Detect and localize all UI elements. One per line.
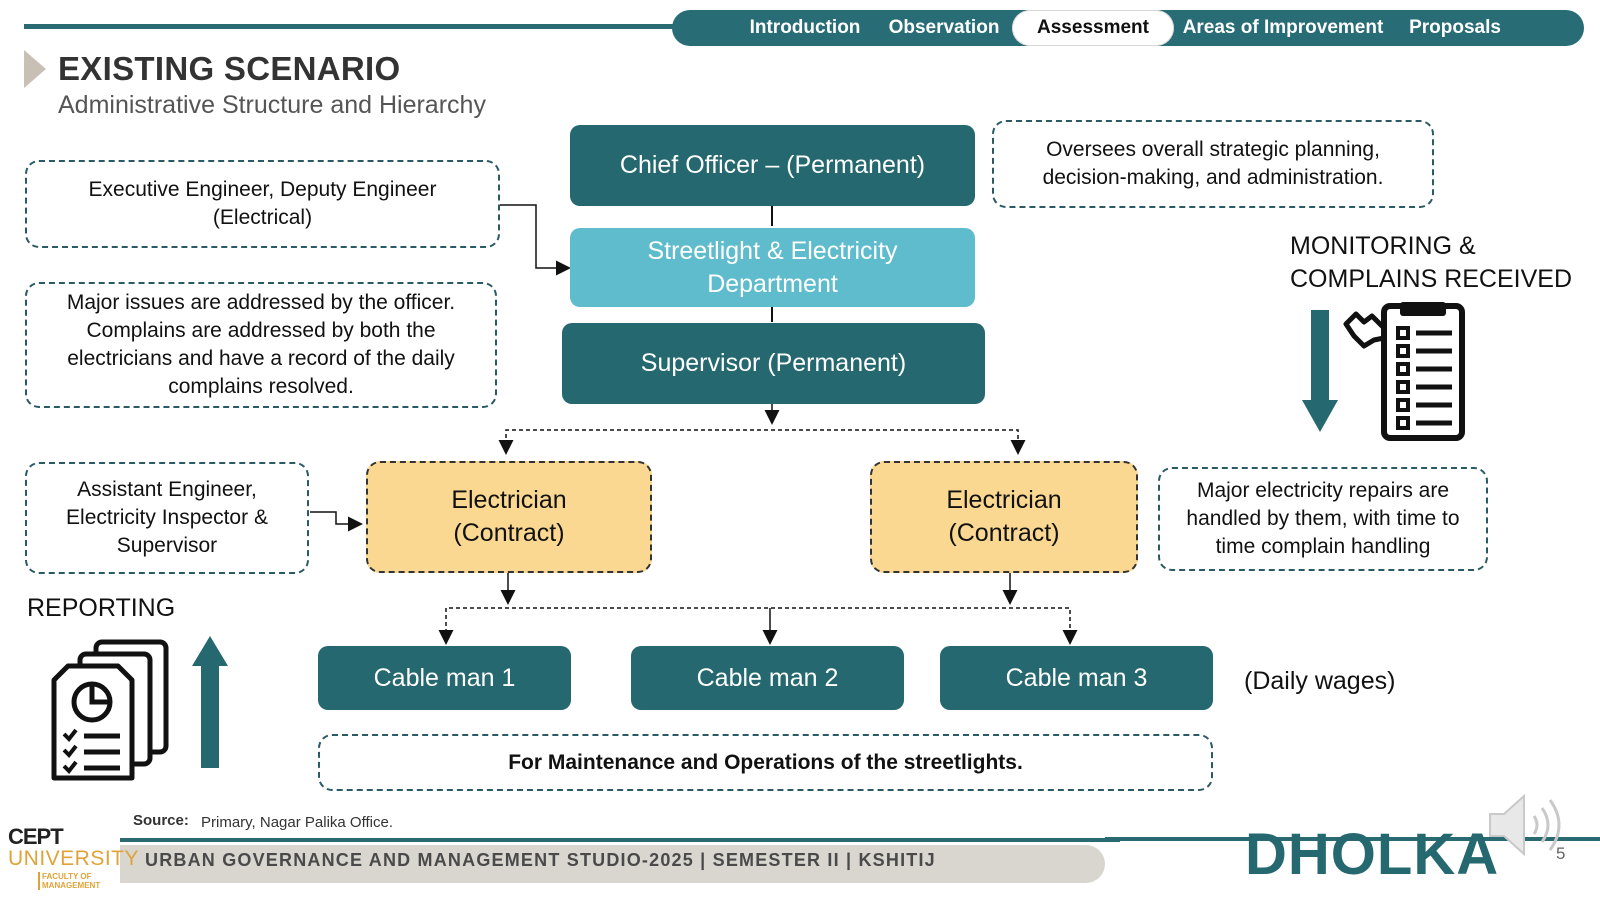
cable-man-label-2: Cable man 2 xyxy=(696,663,839,692)
executive-engineer-text: Executive Engineer, Deputy Engineer (Ele… xyxy=(88,178,437,229)
down-arrow-icon xyxy=(1302,310,1338,432)
cable-man-box-1: Cable man 1 xyxy=(318,646,571,710)
assistant-engineer-note: Assistant Engineer, Electricity Inspecto… xyxy=(25,462,309,574)
oversees-text: Oversees overall strategic planning, dec… xyxy=(1042,138,1384,189)
maintenance-note: For Maintenance and Operations of the st… xyxy=(318,734,1213,791)
assistant-engineer-text: Assistant Engineer, Electricity Inspecto… xyxy=(66,478,268,557)
top-divider xyxy=(24,24,674,29)
electrician-label-1: Electrician (Contract) xyxy=(451,486,567,547)
title-marker xyxy=(24,50,46,88)
supervisor-label: Supervisor (Permanent) xyxy=(640,349,907,377)
electrician-box-1: Electrician (Contract) xyxy=(366,461,652,573)
executive-engineer-note: Executive Engineer, Deputy Engineer (Ele… xyxy=(25,160,500,248)
daily-wages-label: (Daily wages) xyxy=(1244,667,1396,695)
page-subtitle: Administrative Structure and Hierarchy xyxy=(58,91,486,119)
checklist-wrench-icon xyxy=(1343,302,1465,441)
chief-officer-label: Chief Officer – (Permanent) xyxy=(619,151,926,179)
cable-man-box-2: Cable man 2 xyxy=(631,646,904,710)
nav-introduction[interactable]: Introduction xyxy=(749,17,861,38)
cept-logo-line1: CEPT xyxy=(8,824,64,849)
cable-man-label-1: Cable man 1 xyxy=(373,663,516,692)
department-box: Streetlight & Electricity Department xyxy=(570,228,975,307)
source-label: Source: xyxy=(133,812,189,829)
cept-logo-line2: UNIVERSITY xyxy=(8,847,140,870)
electrician-label-2: Electrician (Contract) xyxy=(946,486,1062,547)
studio-label: URBAN GOVERNANCE AND MANAGEMENT STUDIO-2… xyxy=(145,850,936,870)
footer-bar xyxy=(120,845,1105,883)
cept-logo-line3: FACULTY OF MANAGEMENT xyxy=(38,872,122,890)
major-issues-text: Major issues are addressed by the office… xyxy=(66,291,456,398)
footer-divider xyxy=(120,838,1120,842)
supervisor-box: Supervisor (Permanent) xyxy=(562,323,985,404)
page-number: 5 xyxy=(1556,844,1566,863)
page-title: EXISTING SCENARIO xyxy=(58,50,401,87)
major-repairs-note: Major electricity repairs are handled by… xyxy=(1158,467,1488,571)
section-nav: Introduction Observation Assessment Area… xyxy=(672,10,1584,46)
cable-man-label-3: Cable man 3 xyxy=(1005,663,1148,692)
cable-man-box-3: Cable man 3 xyxy=(940,646,1213,710)
oversees-note: Oversees overall strategic planning, dec… xyxy=(992,120,1434,208)
major-issues-note: Major issues are addressed by the office… xyxy=(25,282,497,408)
nav-proposals[interactable]: Proposals xyxy=(1409,17,1501,38)
maintenance-text: For Maintenance and Operations of the st… xyxy=(508,750,1023,774)
nav-observation[interactable]: Observation xyxy=(888,17,1000,38)
city-name: DHOLKA xyxy=(1245,822,1500,887)
footer-right-line xyxy=(1105,837,1600,841)
reporting-label: REPORTING xyxy=(27,594,176,622)
nav-areas-of-improvement[interactable]: Areas of Improvement xyxy=(1182,17,1384,38)
electrician-box-2: Electrician (Contract) xyxy=(870,461,1138,573)
monitoring-label: MONITORING & COMPLAINS RECEIVED xyxy=(1290,232,1573,293)
major-repairs-text: Major electricity repairs are handled by… xyxy=(1186,479,1460,558)
source-value: Primary, Nagar Palika Office. xyxy=(201,814,394,831)
report-documents-icon xyxy=(51,639,169,781)
nav-assessment[interactable]: Assessment xyxy=(1012,10,1174,46)
department-label: Streetlight & Electricity Department xyxy=(647,236,898,298)
speaker-icon[interactable] xyxy=(1482,790,1572,860)
chief-officer-box: Chief Officer – (Permanent) xyxy=(570,125,975,206)
up-arrow-icon xyxy=(192,636,228,768)
